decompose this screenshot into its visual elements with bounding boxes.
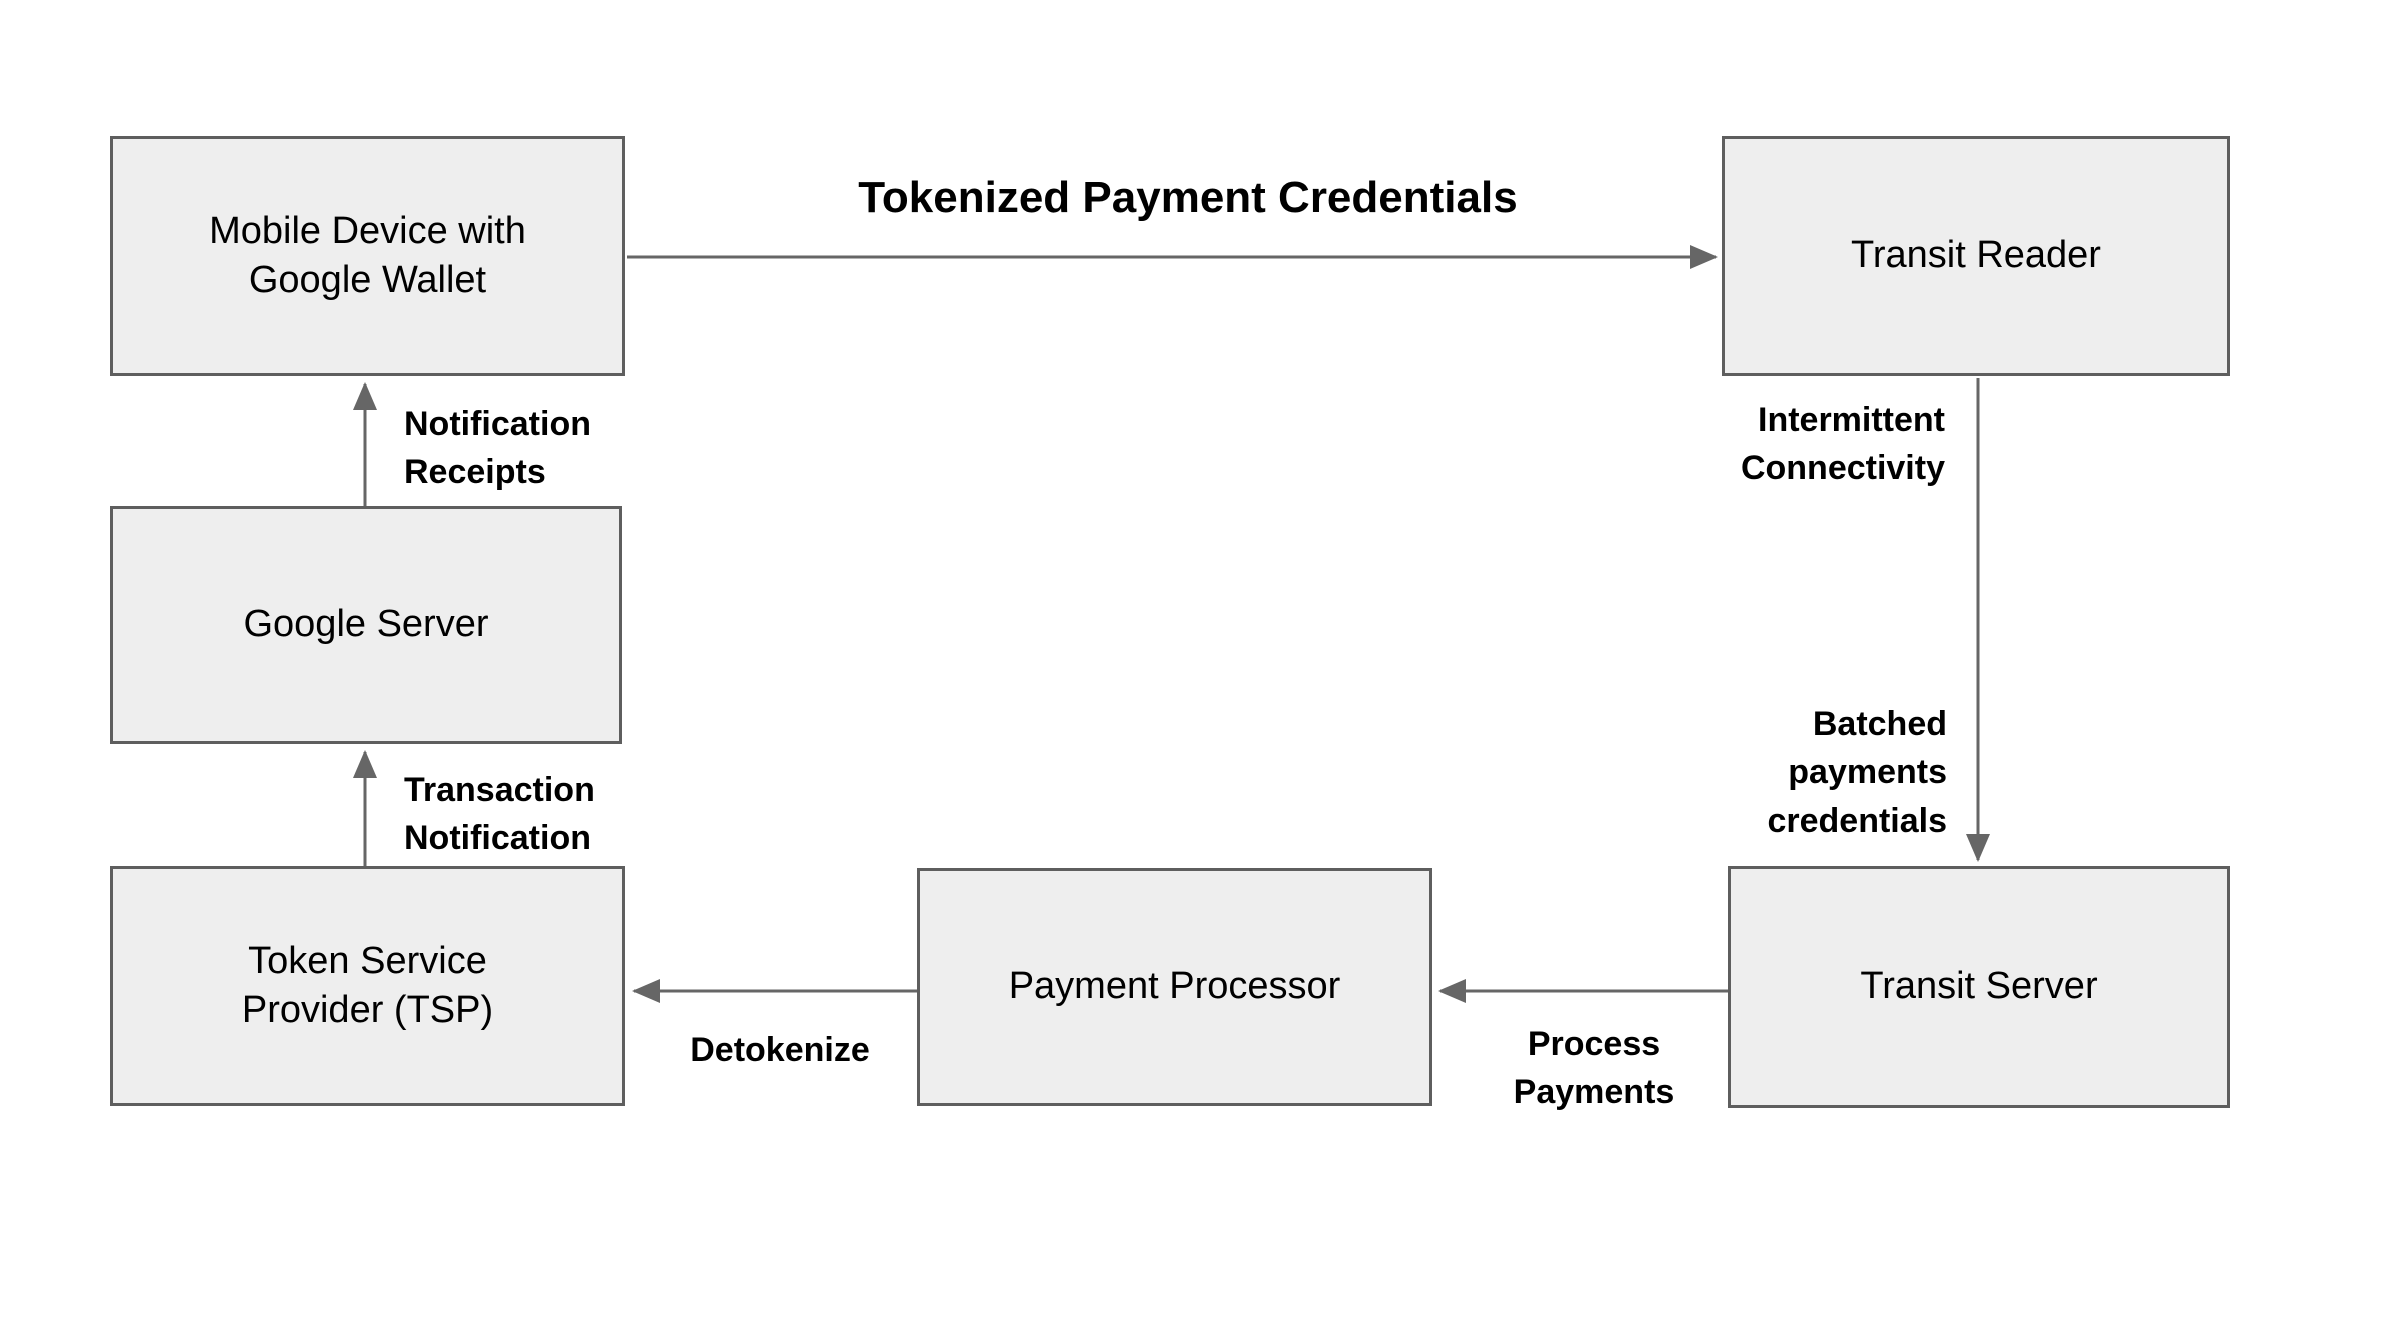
edge-label-detokenize: Detokenize [690,1031,870,1069]
edge-label-notification-receipts: Notification Receipts [404,405,591,492]
node-payment-processor: Payment Processor [917,868,1432,1106]
node-label: Payment Processor [1008,965,1341,1008]
node-label: Token Service Provider (TSP) [241,939,494,1031]
node-label: Google Server [243,603,489,646]
node-label: Transit Reader [1851,234,2101,277]
edge-label-transaction-notification: Transaction Notification [404,771,595,858]
node-transit-reader: Transit Reader [1722,136,2230,376]
node-label: Mobile Device with Google Wallet [209,209,526,301]
node-token-service-provider: Token Service Provider (TSP) [110,866,625,1106]
node-label: Transit Server [1860,965,2098,1008]
node-transit-server: Transit Server [1728,866,2230,1108]
node-mobile-device-google-wallet: Mobile Device with Google Wallet [110,136,625,376]
edge-label-batched-payments-credentials: Batched payments credentials [1767,705,1947,840]
node-google-server: Google Server [110,506,622,744]
edge-label-process-payments: Process Payments [1513,1025,1675,1112]
edge-label-intermittent-connectivity: Intermittent Connectivity [1740,401,1945,488]
edge-label-tokenized-payment-credentials: Tokenized Payment Credentials [858,173,1518,222]
